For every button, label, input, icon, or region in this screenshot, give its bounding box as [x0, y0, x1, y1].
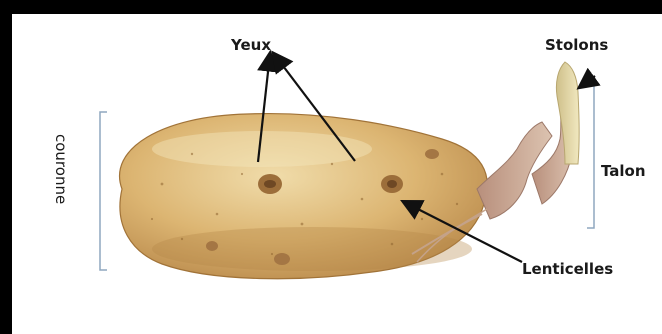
- potato-illustration: [12, 14, 662, 334]
- label-couronne: couronne: [52, 134, 70, 204]
- label-talon: Talon: [601, 162, 646, 180]
- diagram-canvas: Yeux Stolons Talon Lenticelles couronne: [12, 14, 662, 334]
- label-stolons: Stolons: [545, 36, 608, 54]
- couronne-bracket: [100, 112, 107, 270]
- label-yeux: Yeux: [231, 36, 271, 54]
- talon-bracket: [587, 84, 594, 228]
- label-lenticelles: Lenticelles: [522, 260, 613, 278]
